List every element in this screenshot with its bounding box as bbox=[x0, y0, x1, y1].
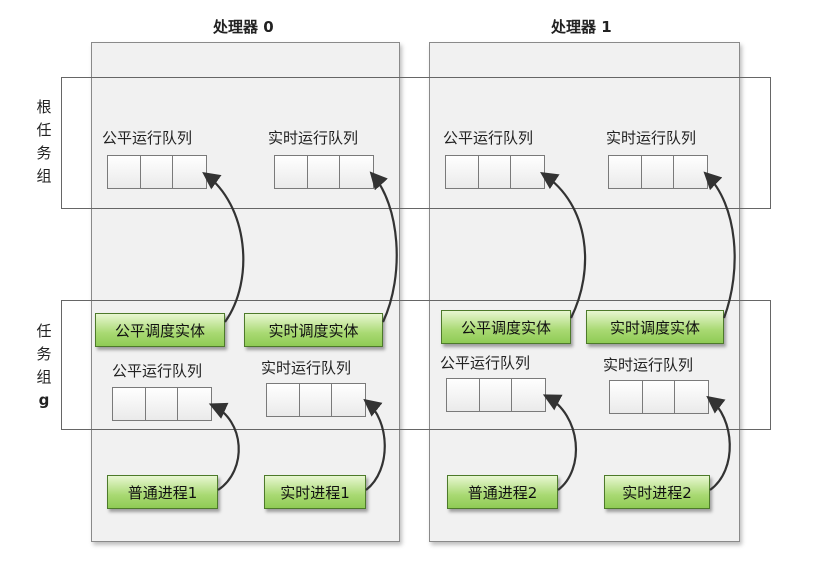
group-g-label-char: g bbox=[38, 391, 50, 409]
p0-rt-se-to-root-arrow bbox=[369, 171, 398, 323]
root-label-char: 根 bbox=[36, 98, 52, 116]
processor-1-column bbox=[429, 42, 740, 542]
group-g-label-char: 组 bbox=[36, 368, 52, 386]
runqueue-slot bbox=[275, 156, 308, 188]
runqueue-slot bbox=[108, 156, 141, 188]
root-task-group-label: 根 任 务 组 bbox=[34, 96, 54, 188]
p1-g-rt-runqueue bbox=[609, 380, 709, 414]
runqueue-slot bbox=[642, 381, 676, 413]
runqueue-slot bbox=[511, 156, 544, 188]
p1-fair-sched-entity: 公平调度实体 bbox=[441, 310, 571, 344]
p0-root-rt-rq-label: 实时运行队列 bbox=[268, 129, 359, 147]
p0-root-fair-rq-label: 公平运行队列 bbox=[102, 129, 193, 147]
p0-g-fair-rq-label: 公平运行队列 bbox=[112, 362, 203, 380]
runqueue-slot bbox=[675, 381, 708, 413]
root-label-char: 任 bbox=[36, 121, 52, 139]
root-task-group-band bbox=[61, 77, 771, 209]
group-g-label-char: 任 bbox=[36, 322, 52, 340]
p0-root-rt-runqueue bbox=[274, 155, 374, 189]
runqueue-slot bbox=[332, 384, 365, 416]
runqueue-slot bbox=[173, 156, 206, 188]
p1-root-rt-runqueue bbox=[608, 155, 708, 189]
p0-fair-sched-entity: 公平调度实体 bbox=[95, 313, 225, 347]
p0-normal-task-arrow bbox=[208, 402, 240, 491]
group-g-label-char: 务 bbox=[36, 345, 52, 363]
runqueue-slot bbox=[145, 388, 179, 420]
runqueue-slot bbox=[178, 388, 211, 420]
runqueue-slot bbox=[340, 156, 373, 188]
runqueue-slot bbox=[512, 379, 545, 411]
p1-root-fair-rq-label: 公平运行队列 bbox=[443, 129, 534, 147]
p0-g-rt-runqueue bbox=[266, 383, 366, 417]
runqueue-slot bbox=[641, 156, 675, 188]
p0-g-rt-rq-label: 实时运行队列 bbox=[261, 359, 352, 377]
runqueue-slot bbox=[140, 156, 174, 188]
p0-fair-se-to-root-arrow bbox=[202, 171, 245, 323]
p0-rt-sched-entity: 实时调度实体 bbox=[244, 313, 383, 347]
p1-rt-se-to-root-arrow bbox=[703, 171, 736, 319]
runqueue-slot bbox=[478, 156, 512, 188]
runqueue-slot bbox=[447, 379, 480, 411]
task-group-g-band bbox=[61, 300, 771, 430]
p1-rt-task-arrow bbox=[706, 395, 731, 491]
p1-rt-task: 实时进程2 bbox=[604, 475, 710, 509]
runqueue-slot bbox=[307, 156, 341, 188]
runqueue-slot bbox=[674, 156, 707, 188]
root-label-char: 务 bbox=[36, 144, 52, 162]
p1-g-fair-runqueue bbox=[446, 378, 546, 412]
p1-rt-sched-entity: 实时调度实体 bbox=[586, 310, 724, 344]
runqueue-slot bbox=[299, 384, 333, 416]
p1-root-fair-runqueue bbox=[445, 155, 545, 189]
p0-rt-task-arrow bbox=[363, 398, 386, 491]
p0-root-fair-runqueue bbox=[107, 155, 207, 189]
root-label-char: 组 bbox=[36, 167, 52, 185]
runqueue-slot bbox=[113, 388, 146, 420]
runqueue-slot bbox=[446, 156, 479, 188]
runqueue-slot bbox=[479, 379, 513, 411]
runqueue-slot bbox=[609, 156, 642, 188]
processor-1-title: 处理器 1 bbox=[551, 18, 612, 36]
task-group-g-label: 任 务 组 g bbox=[34, 320, 54, 412]
p1-normal-task: 普通进程2 bbox=[447, 475, 558, 509]
p1-normal-task-arrow bbox=[542, 394, 578, 491]
p0-rt-task: 实时进程1 bbox=[264, 475, 366, 509]
runqueue-slot bbox=[610, 381, 643, 413]
p1-g-fair-rq-label: 公平运行队列 bbox=[440, 354, 531, 372]
p1-fair-se-to-root-arrow bbox=[540, 172, 587, 319]
p0-normal-task: 普通进程1 bbox=[107, 475, 218, 509]
runqueue-slot bbox=[267, 384, 300, 416]
p1-g-rt-rq-label: 实时运行队列 bbox=[603, 356, 694, 374]
processor-0-title: 处理器 0 bbox=[213, 18, 274, 36]
processor-0-column bbox=[91, 42, 400, 542]
p1-root-rt-rq-label: 实时运行队列 bbox=[606, 129, 697, 147]
